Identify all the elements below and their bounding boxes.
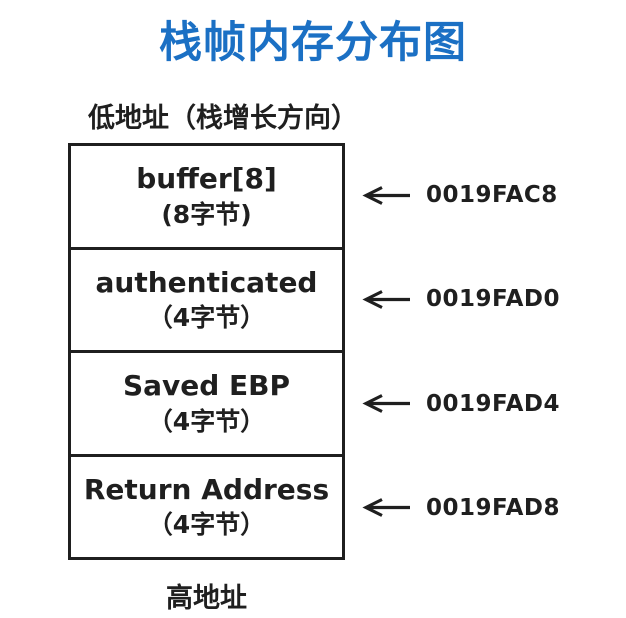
cell-name: Saved EBP [122, 369, 291, 403]
address-pointer: 0019FAD4 [362, 352, 612, 456]
address-value: 0019FAD4 [426, 390, 560, 417]
cell-name: authenticated [95, 265, 318, 299]
memory-cell-saved-ebp: Saved EBP （4字节） [71, 350, 342, 454]
memory-cell-authenticated: authenticated （4字节） [71, 246, 342, 351]
cell-name: buffer[8] [136, 162, 277, 196]
cell-size: （4字节） [147, 510, 266, 540]
cell-size: （4字节） [147, 303, 266, 333]
address-value: 0019FAD8 [426, 494, 560, 521]
left-arrow-icon [362, 288, 413, 311]
address-pointer: 0019FAD8 [362, 456, 612, 560]
address-column: 0019FAC8 0019FAD0 0019FAD4 [362, 143, 612, 560]
left-arrow-icon [362, 392, 413, 415]
cell-name: Return Address [83, 472, 330, 506]
memory-cell-return-address: Return Address （4字节） [71, 453, 342, 558]
cell-size: （4字节） [147, 406, 266, 436]
cell-size: (8字节) [161, 199, 252, 229]
page-title: 栈帧内存分布图 [159, 18, 467, 68]
high-address-label: 高地址 [166, 583, 247, 614]
address-pointer: 0019FAD0 [362, 247, 612, 351]
address-value: 0019FAD0 [426, 286, 560, 313]
left-arrow-icon [362, 184, 413, 207]
memory-box: buffer[8] (8字节) authenticated （4字节） Save… [68, 143, 345, 560]
left-arrow-icon [362, 496, 413, 519]
memory-cell-buffer: buffer[8] (8字节) [71, 146, 342, 247]
low-address-label: 低地址（栈增长方向） [88, 103, 358, 134]
address-value: 0019FAC8 [426, 182, 558, 209]
address-pointer: 0019FAC8 [362, 143, 612, 247]
